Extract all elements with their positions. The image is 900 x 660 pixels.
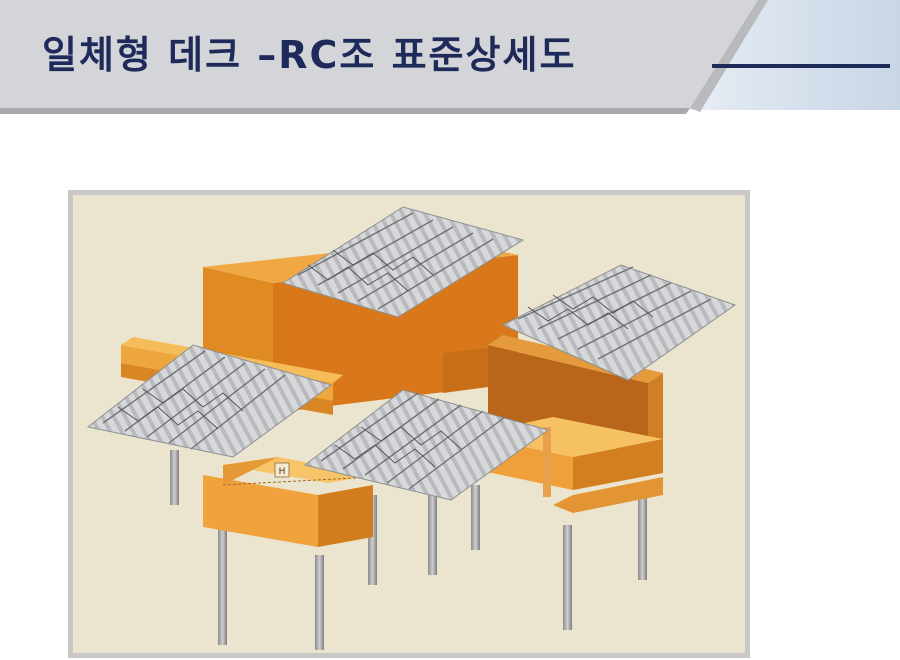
diagram-frame: H [68, 190, 750, 658]
header-banner [0, 0, 768, 114]
beam-bottom-form: H [203, 457, 374, 547]
deck-center-bottom [303, 389, 550, 501]
beam-height-label: H [279, 467, 286, 477]
title-underline [712, 64, 890, 68]
rc-deck-isometric-diagram: H [86, 206, 737, 650]
deck-top-center [281, 206, 525, 318]
page-title: 일체형 데크 –RC조 표준상세도 [42, 33, 577, 77]
diagram-canvas: H [73, 195, 745, 653]
deck-left [86, 344, 333, 458]
support-columns [170, 450, 647, 650]
deck-top-right [501, 264, 737, 381]
